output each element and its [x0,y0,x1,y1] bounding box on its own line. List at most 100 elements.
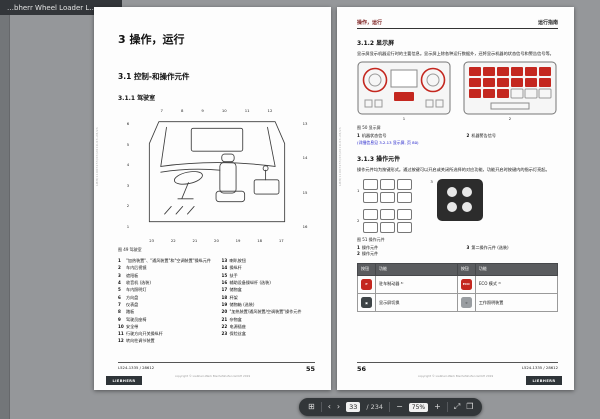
heading-3-1-3: 3.1.3 操作元件 [357,156,401,164]
figure-50-caption: 图 50 显示屏 [357,125,381,131]
fullscreen-button[interactable]: ❐ [466,402,474,411]
page-56-content: 操作，运行 运行指南 3.1.2 显示屏 显示屏显示机器运行时的主要信息。显示屏… [337,7,574,313]
toolbar-divider [446,402,448,412]
heading-3-1-2: 3.1.2 显示屏 [357,40,395,47]
display-menu-button-icon: ▣ [361,297,372,309]
cab-drawing [148,121,285,223]
page-55: LBH/11007255/03/2019-03-28/zh 3 操作，运行 3.… [94,7,331,390]
page-56: LBH/11007255/03/2019-03-28/zh 操作，运行 运行指南… [337,7,574,390]
figure-51-caption: 图 51 操作元件 [357,236,385,242]
figure-callouts-right: 13 14 15 16 [302,121,308,229]
zoom-in-button[interactable]: + [434,402,441,411]
page-number: 55 [305,365,315,373]
sidebar-strip[interactable] [0,15,10,419]
page-total-label: / 234 [366,403,384,411]
zoom-level-input[interactable]: 75% [408,402,429,412]
footer-rule [118,362,315,363]
legend-item: 20"加热装置/通风装置/空调装置"操作元件 [221,309,302,315]
toolbar-divider [320,402,322,412]
figure-callout: 1 [357,188,360,194]
chapter-heading: 3 操作，运行 [118,33,185,46]
status-cluster-drawing [357,61,451,115]
doc-code: L524-1335 / 28612 [521,365,558,370]
status-cluster: 1 [357,61,451,121]
cab-figure: 7 8 9 10 11 12 6 5 4 3 2 1 [118,108,315,243]
doc-code-vertical: LBH/11007255/03/2019-03-28/zh [338,127,342,186]
footer-rule [357,362,558,363]
copyright-line: copyright © Liebherr-Werk Bischofshofen … [174,374,251,378]
liebherr-logo: LIEBHERR [526,376,562,385]
controls-table: 按钮 功能 按钮 功能 P 驻车制动器 ⁴⁾ ECO ECO 模式 ⁴⁾ ▣ [357,263,559,313]
button-group-2 [363,208,413,233]
work-lights-button-icon: ☼ [460,297,472,309]
paragraph-controls: 操作元件均为按键形式。通过按键可以开启或关闭所选择的对应功能，功能开启时按键内的… [357,167,550,173]
liebherr-logo: LIEBHERR [106,376,142,385]
parking-brake-button-icon: P [361,278,372,290]
button-group-1 [363,178,413,203]
figure-callouts-top: 7 8 9 10 11 12 [160,108,273,113]
controls-figure: 1 2 3 [357,178,558,233]
page-55-content: 3 操作，运行 3.1 控制-和操作元件 3.1.1 驾驶室 7 8 9 10 … [94,7,331,344]
copyright-line: copyright © Liebherr-Werk Bischofshofen … [417,374,494,378]
fit-page-button[interactable]: ⤢ [453,402,461,411]
figure-callouts-left: 6 5 4 3 2 1 [126,121,130,229]
pdf-toolbar: ⊞ ‹ › 33 / 234 − 75% + ⤢ ❐ [299,398,483,416]
page-number: 56 [357,365,367,373]
doc-code: L524-1335 / 28612 [118,365,155,370]
figure-callouts-bottom: 23 22 21 20 19 18 17 [149,238,284,243]
next-page-button[interactable]: › [336,402,341,411]
section-heading: 3.1 控制-和操作元件 [118,72,190,81]
figure-49-caption: 图 49 驾驶室 [118,247,142,252]
table-header-row: 按钮 功能 按钮 功能 [357,263,559,276]
tab-title: …bherr Wheel Loader L… [7,3,97,12]
subsection-heading: 3.1.1 驾驶室 [118,95,156,102]
page-number-input[interactable]: 33 [346,402,361,412]
warning-cluster: 2 [463,61,557,121]
running-header: 操作，运行 运行指南 [357,19,558,29]
figure-callout: 3 [430,178,433,184]
zoom-out-button[interactable]: − [396,402,403,411]
prev-page-button[interactable]: ‹ [327,402,331,411]
browser-tab[interactable]: …bherr Wheel Loader L… [0,0,122,15]
second-control-panel [436,178,483,221]
legend-item: 1"加热装置"、"通风装置"和"空调装置"操纵元件 [118,258,211,263]
table-row: ▣ 显示屏切换 ☼ 工作照明装置 [357,292,559,313]
doc-code-vertical: LBH/11007255/03/2019-03-28/zh [95,127,99,186]
thumbnails-icon[interactable]: ⊞ [308,402,315,411]
eco-mode-button-icon: ECO [460,278,472,290]
display-figure: 1 2 [357,61,558,121]
cross-reference-link[interactable]: (详细信息见 3.2.13 显示屏, 页 80) [357,140,419,146]
table-row: P 驻车制动器 ⁴⁾ ECO ECO 模式 ⁴⁾ [357,274,559,294]
warning-cluster-drawing [463,61,557,115]
toolbar-divider [389,402,391,412]
